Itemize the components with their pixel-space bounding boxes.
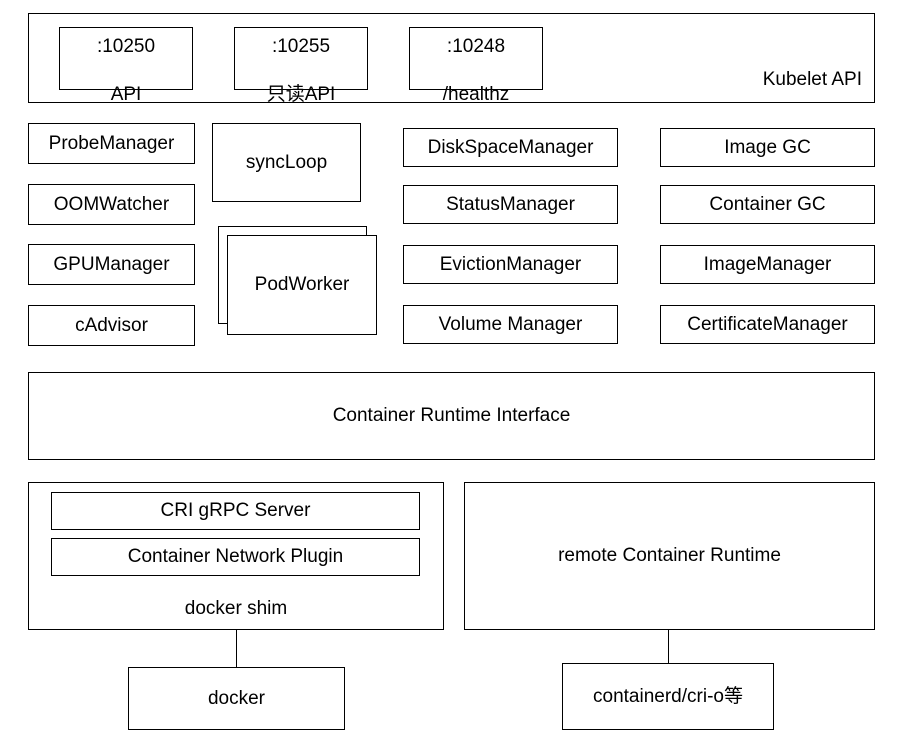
docker-shim-label: docker shim <box>184 598 288 619</box>
probe-manager-box: ProbeManager <box>28 123 195 164</box>
remote-runtime-connector <box>668 630 669 663</box>
oom-watcher-box: OOMWatcher <box>28 184 195 225</box>
container-gc-box: Container GC <box>660 185 875 224</box>
volume-manager-box: Volume Manager <box>403 305 618 344</box>
port-10250-desc: API <box>110 83 142 105</box>
container-network-plugin-box: Container Network Plugin <box>51 538 420 576</box>
cri-grpc-server-box: CRI gRPC Server <box>51 492 420 530</box>
certificate-manager-box: CertificateManager <box>660 305 875 344</box>
cri-box: Container Runtime Interface <box>28 372 875 460</box>
port-10255-number: :10255 <box>271 35 331 57</box>
cadvisor-box: cAdvisor <box>28 305 195 346</box>
eviction-manager-box: EvictionManager <box>403 245 618 284</box>
docker-box: docker <box>128 667 345 730</box>
port-10255-box: :10255 只读API <box>234 27 368 105</box>
docker-shim-connector <box>236 630 237 667</box>
containerd-box: containerd/cri-o等 <box>562 663 774 730</box>
gpu-manager-box: GPUManager <box>28 244 195 285</box>
image-manager-box: ImageManager <box>660 245 875 284</box>
disk-space-manager-box: DiskSpaceManager <box>403 128 618 167</box>
status-manager-box: StatusManager <box>403 185 618 224</box>
sync-loop-box: syncLoop <box>212 123 361 202</box>
port-10248-desc: /healthz <box>442 83 510 105</box>
remote-runtime-box: remote Container Runtime <box>464 482 875 630</box>
port-10250-number: :10250 <box>96 35 156 57</box>
port-10255-desc: 只读API <box>266 83 336 105</box>
pod-worker-box: PodWorker <box>227 235 377 335</box>
port-10248-number: :10248 <box>446 35 506 57</box>
image-gc-box: Image GC <box>660 128 875 167</box>
port-10248-box: :10248 /healthz <box>409 27 543 105</box>
kubelet-api-label: Kubelet API <box>762 69 862 90</box>
port-10250-box: :10250 API <box>59 27 193 105</box>
